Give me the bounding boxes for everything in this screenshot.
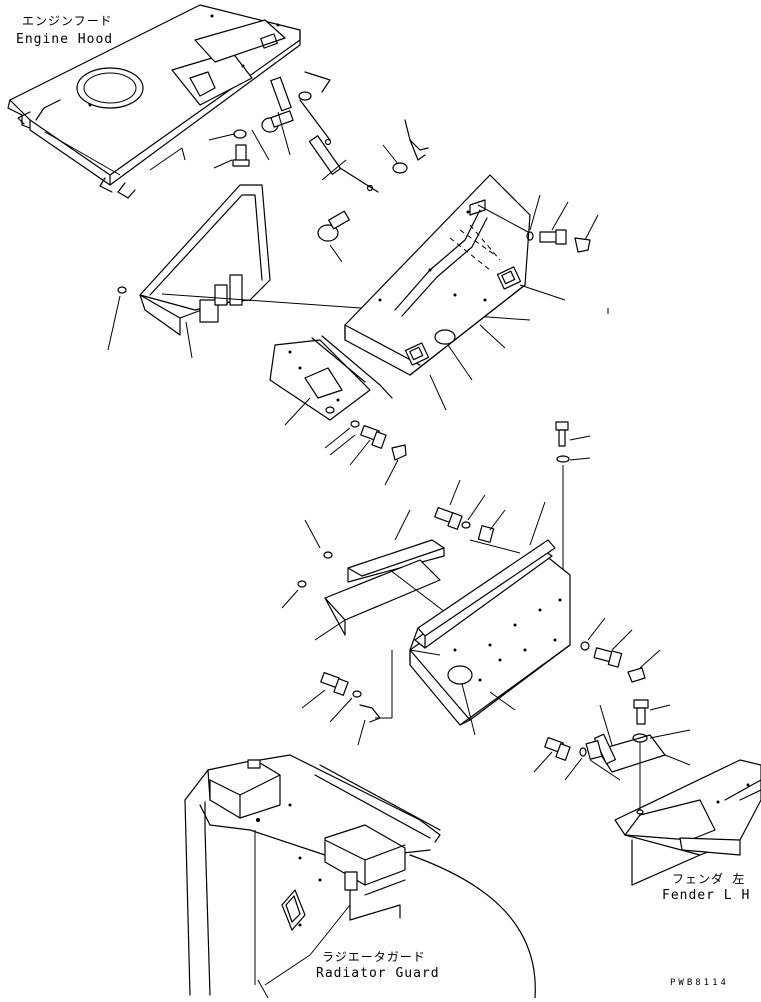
engine-hood-label-jp: エンジンフード: [22, 14, 113, 28]
fender-label-jp: フェンダ 左: [672, 872, 746, 886]
radiator-guard-label-jp: ラジエータガード: [322, 950, 426, 964]
radiator-guard-label-en: Radiator Guard: [316, 966, 440, 981]
drawing-code: PWB8114: [670, 978, 729, 988]
hood-stay-hardware: [208, 71, 429, 263]
upper-cover-panel: [344, 174, 609, 411]
fender-label-en: Fender L H: [662, 888, 751, 903]
vertical-bolt-hardware: [555, 421, 591, 575]
fender-lh: [533, 699, 761, 886]
small-cover-plate: [269, 335, 407, 486]
lower-strip-brackets: [281, 479, 521, 641]
engine-hood-label-en: Engine Hood: [16, 32, 114, 47]
radiator-guard: [184, 754, 536, 999]
left-frame-bracket: [107, 184, 531, 359]
engine-hood: [7, 4, 301, 199]
lower-cover-panel: [301, 501, 661, 746]
